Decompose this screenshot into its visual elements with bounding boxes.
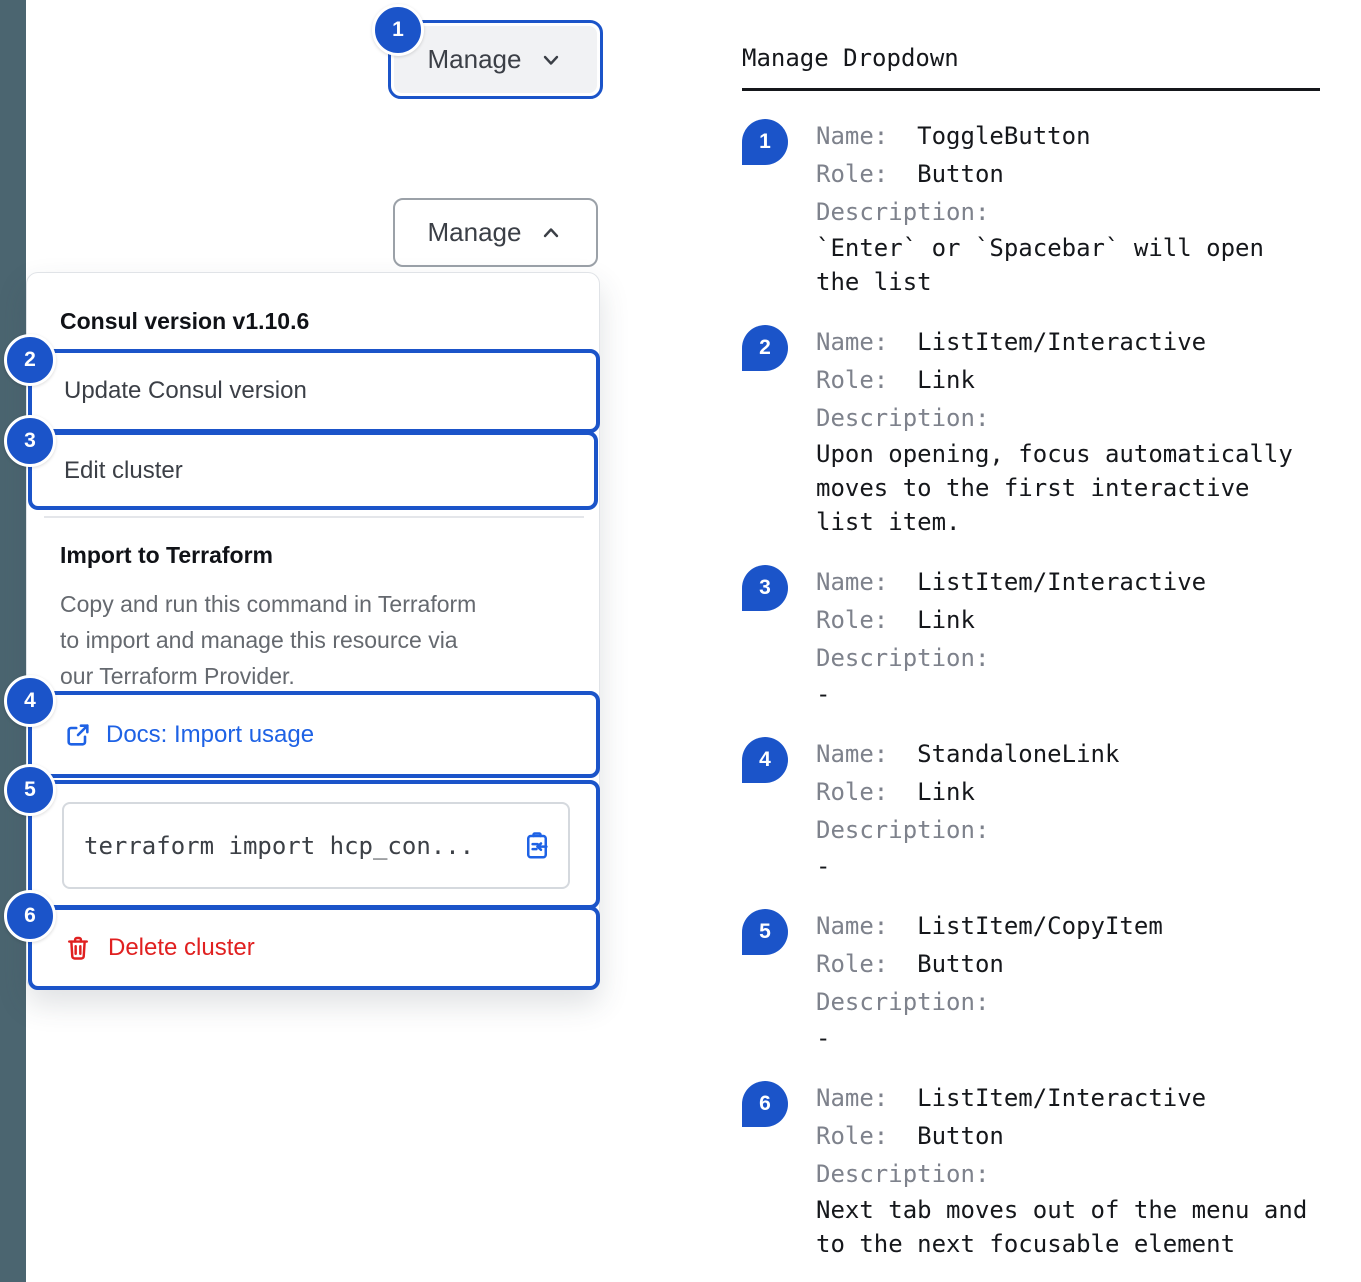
name-value: ToggleButton <box>917 122 1091 150</box>
annotation-badge-5: 5 <box>4 764 56 816</box>
legend-rule <box>742 88 1320 91</box>
description-value: - <box>816 680 831 708</box>
legend-badge-6: 6 <box>742 1081 788 1127</box>
delete-cluster-button[interactable]: Delete cluster <box>32 910 596 986</box>
manage-toggle-button-collapsed[interactable]: Manage <box>394 26 597 93</box>
legend-item-5: 5 Name: ListItem/CopyItem Role: Button Des… <box>742 907 1320 1055</box>
description-label: Description: <box>816 198 990 226</box>
name-label: Name: <box>816 740 889 768</box>
delete-cluster-label: Delete cluster <box>108 934 255 961</box>
legend-item-2-details: Name: ListItem/Interactive Role: Link Desc… <box>816 323 1320 539</box>
chevron-down-icon <box>544 55 559 65</box>
description-label: Description: <box>816 988 990 1016</box>
name-label: Name: <box>816 912 889 940</box>
annotation-badge-1: 1 <box>372 4 424 56</box>
menu-header-consul-version: Consul version v1.10.6 <box>60 308 310 334</box>
annotation-badge-3: 3 <box>4 415 56 467</box>
description-label: Description: <box>816 1160 990 1188</box>
terraform-import-command: terraform import hcp_con... <box>84 831 475 860</box>
copy-to-clipboard-button[interactable] <box>522 831 552 861</box>
name-value: ListItem/Interactive <box>917 568 1207 596</box>
annotation-badge-6-number: 6 <box>24 904 36 927</box>
annotation-badge-2-number: 2 <box>24 348 36 371</box>
role-value: Button <box>917 160 1004 188</box>
annotation-badge-4-number: 4 <box>24 689 36 712</box>
role-value: Link <box>917 606 975 634</box>
role-label: Role: <box>816 778 889 806</box>
import-section-title: Import to Terraform <box>60 542 273 568</box>
annotation-highlight-update-item: Update Consul version <box>28 349 600 433</box>
role-label: Role: <box>816 1122 889 1150</box>
description-value: - <box>816 852 831 880</box>
manage-button-label: Manage <box>427 217 522 247</box>
menu-item-update-consul-version[interactable]: Update Consul version <box>32 353 596 429</box>
role-value: Link <box>917 778 975 806</box>
annotation-badge-3-number: 3 <box>24 429 36 452</box>
legend-title: Manage Dropdown <box>742 44 959 72</box>
annotation-badge-4: 4 <box>4 675 56 727</box>
manage-button-label: Manage <box>427 44 522 74</box>
description-label: Description: <box>816 644 990 672</box>
docs-link-label: Docs: Import usage <box>106 720 315 748</box>
name-label: Name: <box>816 568 889 596</box>
description-value: Next tab moves out of the menu and to th… <box>816 1196 1308 1258</box>
legend-item-1-details: Name: ToggleButton Role: Button Descriptio… <box>816 117 1320 299</box>
legend-item-4-details: Name: StandaloneLink Role: Link Descriptio… <box>816 735 1320 883</box>
legend-item-1: 1 Name: ToggleButton Role: Button Descript… <box>742 117 1320 299</box>
trash-icon <box>68 936 88 960</box>
legend-item-2: 2 Name: ListItem/Interactive Role: Link De… <box>742 323 1320 539</box>
name-label: Name: <box>816 328 889 356</box>
legend-item-6: 6 Name: ListItem/Interactive Role: Button … <box>742 1079 1320 1261</box>
name-label: Name: <box>816 1084 889 1112</box>
role-value: Button <box>917 1122 1004 1150</box>
left-rail <box>0 0 26 1282</box>
docs-import-usage-link[interactable]: Docs: Import usage <box>32 721 314 749</box>
annotation-highlight-edit-item: Edit cluster <box>28 431 598 510</box>
annotation-highlight-toggle-button: Manage <box>388 20 603 99</box>
import-section-description: Copy and run this command in Terraform t… <box>60 591 477 689</box>
external-link-icon <box>67 723 89 746</box>
name-value: ListItem/CopyItem <box>917 912 1163 940</box>
legend-panel: Manage Dropdown 1 Name: ToggleButton Role… <box>742 44 1320 1261</box>
legend-item-3: 3 Name: ListItem/Interactive Role: Link De… <box>742 563 1320 711</box>
menu-divider <box>44 516 584 518</box>
role-label: Role: <box>816 950 889 978</box>
chevron-up-icon <box>544 227 559 237</box>
role-label: Role: <box>816 160 889 188</box>
menu-item-edit-cluster[interactable]: Edit cluster <box>32 435 594 506</box>
legend-badge-5: 5 <box>742 909 788 955</box>
role-label: Role: <box>816 366 889 394</box>
legend-badge-3: 3 <box>742 565 788 611</box>
legend-item-6-details: Name: ListItem/Interactive Role: Button De… <box>816 1079 1320 1261</box>
legend-badge-1: 1 <box>742 119 788 165</box>
name-label: Name: <box>816 122 889 150</box>
legend-item-3-details: Name: ListItem/Interactive Role: Link Desc… <box>816 563 1320 711</box>
annotation-badge-1-number: 1 <box>392 18 404 41</box>
description-value: - <box>816 1024 831 1052</box>
manage-toggle-button-expanded[interactable]: Manage <box>393 198 598 267</box>
annotation-highlight-delete-item: Delete cluster <box>28 906 600 990</box>
description-label: Description: <box>816 816 990 844</box>
role-value: Link <box>917 366 975 394</box>
legend-badge-2: 2 <box>742 325 788 371</box>
annotation-badge-5-number: 5 <box>24 778 36 801</box>
annotation-badge-6: 6 <box>4 890 56 942</box>
annotation-badge-2: 2 <box>4 334 56 386</box>
annotation-highlight-docs-link: Docs: Import usage <box>28 691 600 778</box>
legend-badge-4: 4 <box>742 737 788 783</box>
description-value: Upon opening, focus automatically moves … <box>816 440 1293 536</box>
annotation-highlight-copy-item: terraform import hcp_con... <box>28 780 600 909</box>
role-label: Role: <box>816 606 889 634</box>
name-value: StandaloneLink <box>917 740 1120 768</box>
legend-item-5-details: Name: ListItem/CopyItem Role: Button Descr… <box>816 907 1320 1055</box>
description-label: Description: <box>816 404 990 432</box>
copy-to-clipboard-icon <box>527 831 548 858</box>
description-value: `Enter` or `Spacebar` will open the list <box>816 234 1264 296</box>
role-value: Button <box>917 950 1004 978</box>
terraform-import-code-field[interactable]: terraform import hcp_con... <box>62 802 570 889</box>
name-value: ListItem/Interactive <box>917 1084 1207 1112</box>
legend-item-4: 4 Name: StandaloneLink Role: Link Descript… <box>742 735 1320 883</box>
name-value: ListItem/Interactive <box>917 328 1207 356</box>
